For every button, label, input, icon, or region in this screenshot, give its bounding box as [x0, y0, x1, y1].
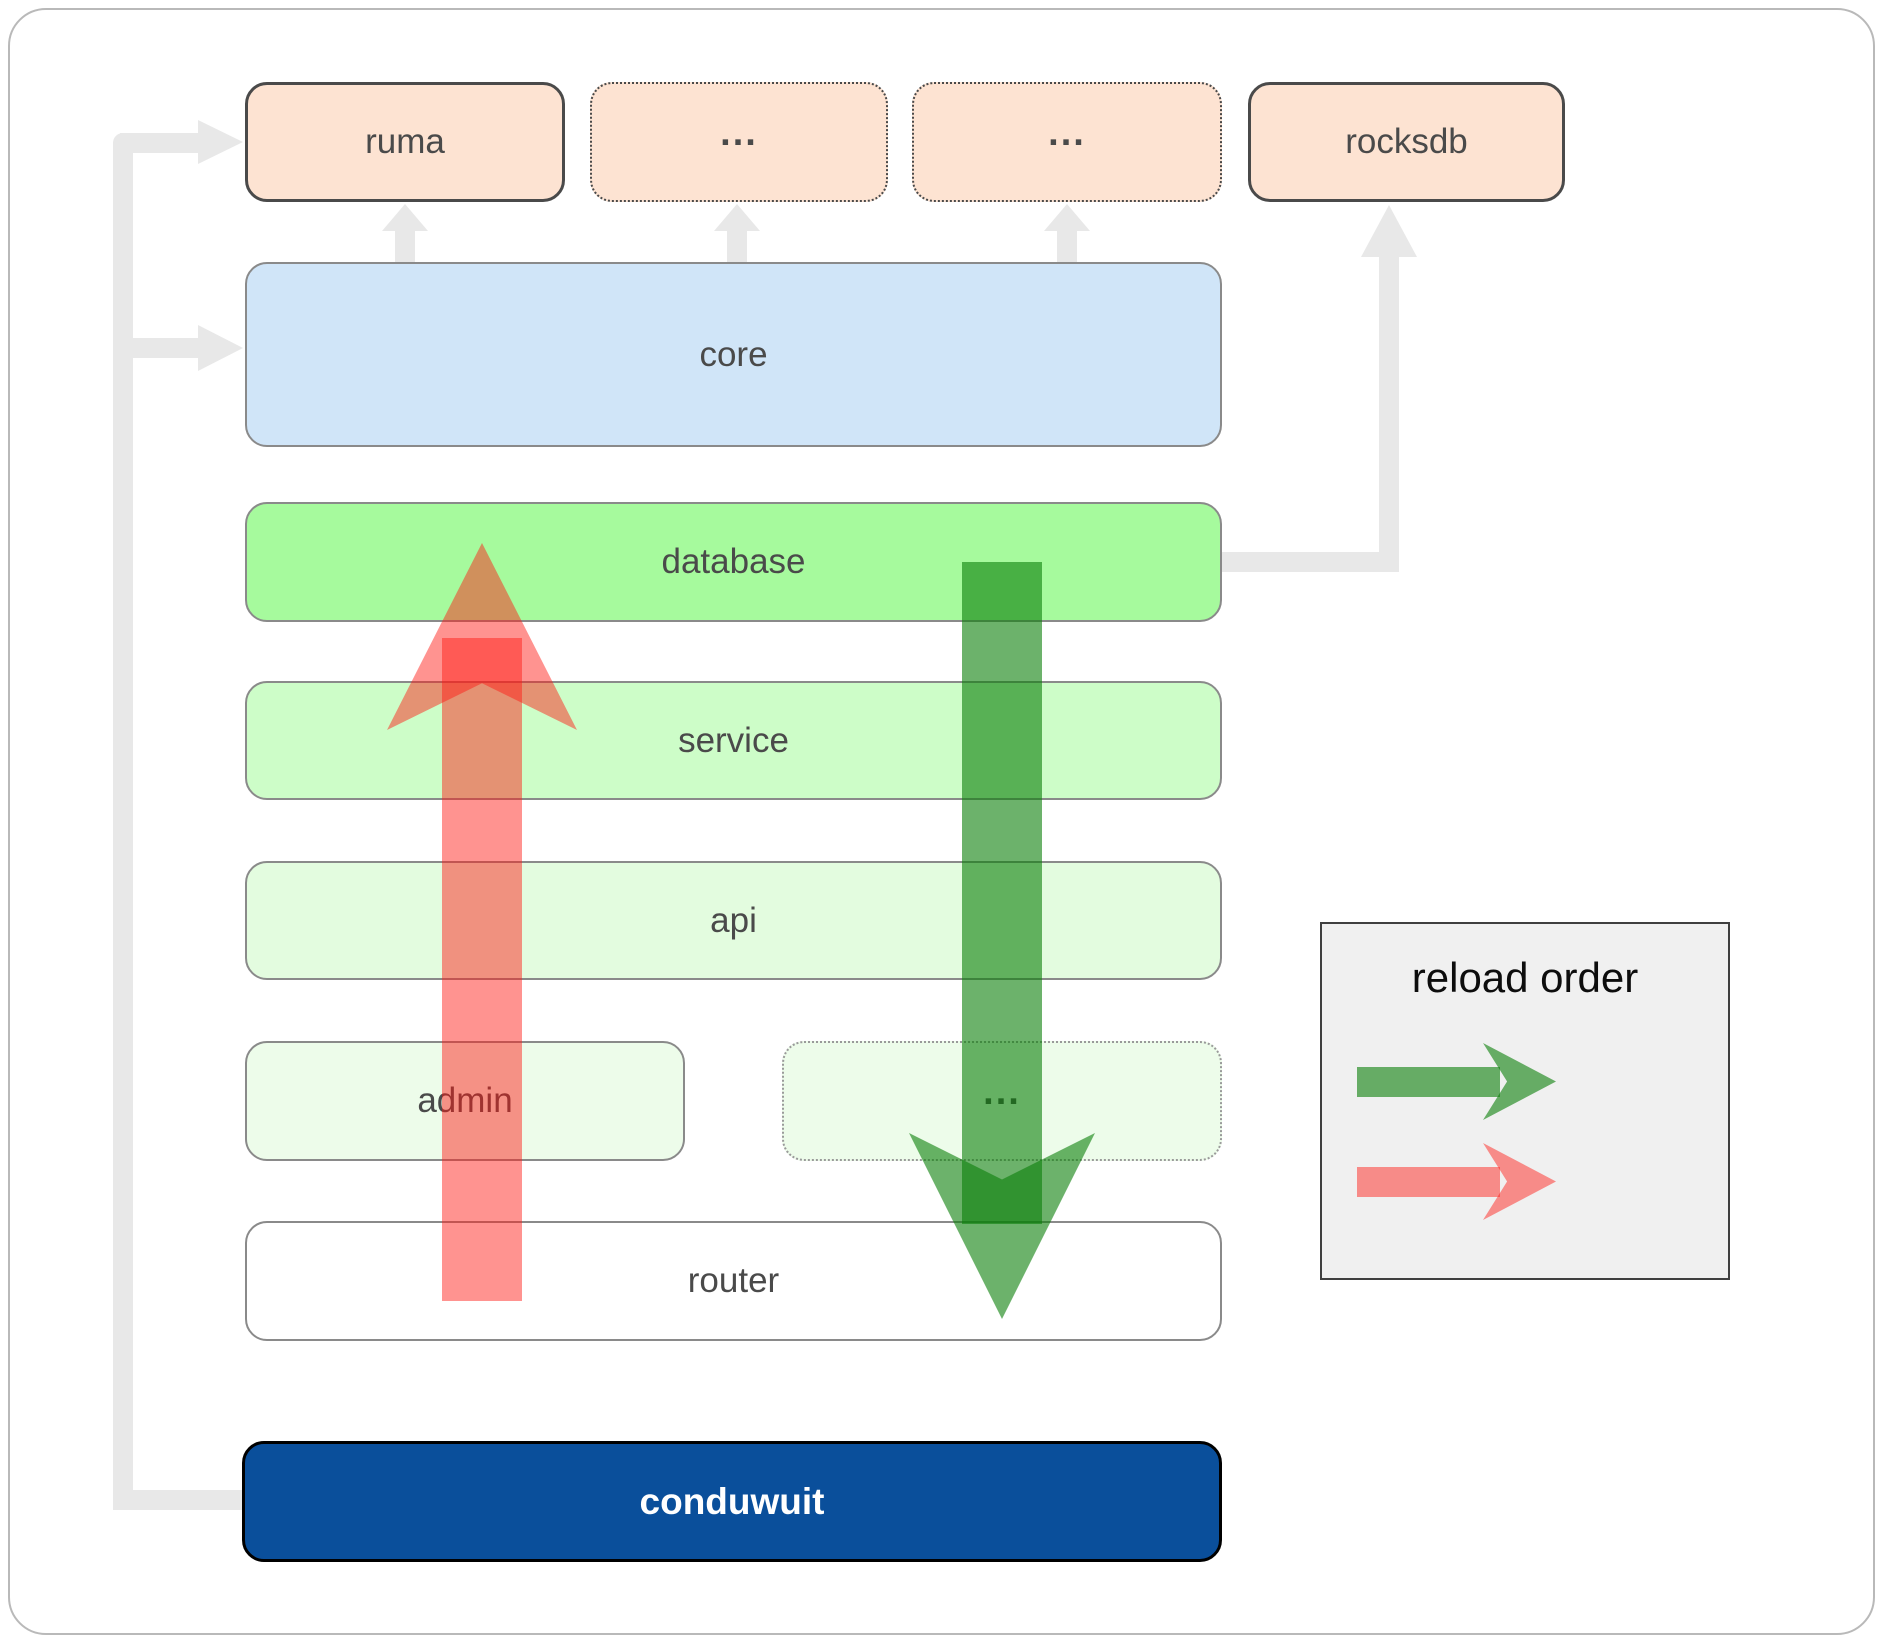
node-core: core — [245, 262, 1222, 447]
node-api-label: api — [710, 900, 757, 940]
node-conduwuit: conduwuit — [242, 1441, 1222, 1562]
node-ruma: ruma — [245, 82, 565, 202]
node-dependency-more-2-label: ... — [1048, 111, 1086, 154]
node-ruma-label: ruma — [365, 122, 445, 161]
connector-to-ruma — [120, 133, 200, 153]
legend-title: reload order — [1411, 954, 1639, 1001]
node-api: api — [245, 861, 1222, 980]
node-dependency-more-2: ... — [912, 82, 1222, 202]
node-admin-label: admin — [417, 1081, 513, 1120]
connector-to-core — [120, 338, 200, 358]
connector-core-up-3 — [1057, 228, 1077, 264]
node-router: router — [245, 1221, 1222, 1341]
connector-left-vertical — [113, 133, 133, 1510]
legend-load-arrow-shaft — [1357, 1067, 1500, 1097]
node-rocksdb: rocksdb — [1248, 82, 1565, 202]
legend-reload-order: reload order — [1320, 922, 1730, 1280]
node-service: service — [245, 681, 1222, 800]
node-admin: admin — [245, 1041, 685, 1161]
diagram-frame — [8, 8, 1875, 1635]
legend-unload-arrow-shaft — [1357, 1167, 1500, 1197]
node-database: database — [245, 502, 1222, 622]
node-database-label: database — [661, 542, 806, 581]
node-dependency-more-1-label: ... — [720, 111, 758, 154]
connector-database-rocksdb-horizontal — [1222, 552, 1399, 572]
node-service-label: service — [678, 720, 789, 760]
node-dependency-more-1: ... — [590, 82, 888, 202]
node-conduwuit-label: conduwuit — [639, 1480, 825, 1522]
node-core-label: core — [699, 334, 768, 374]
node-rocksdb-label: rocksdb — [1345, 122, 1468, 161]
connector-core-up-2 — [727, 228, 747, 264]
connector-core-up-1 — [395, 228, 415, 264]
connector-conduwuit-horizontal — [113, 1490, 244, 1510]
load-arrow-shaft — [962, 562, 1042, 1224]
unload-arrow-shaft — [442, 638, 522, 1301]
node-router-label: router — [687, 1261, 780, 1300]
connector-database-rocksdb-vertical — [1379, 255, 1399, 572]
